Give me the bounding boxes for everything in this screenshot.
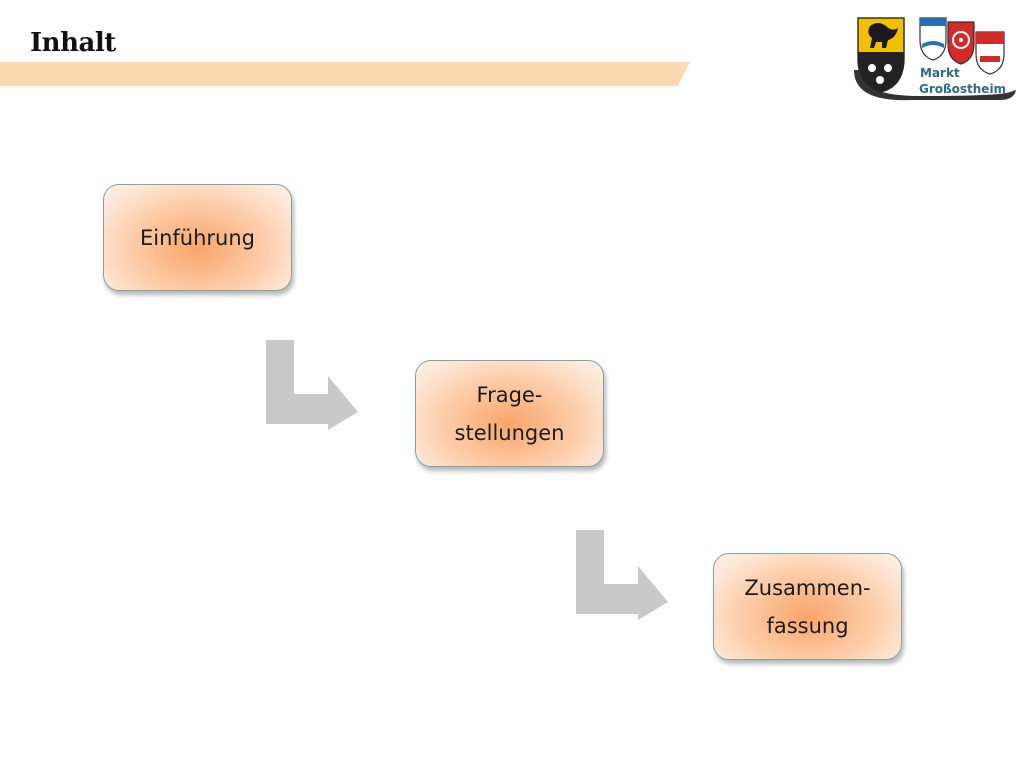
logo-text-markt: Markt	[920, 66, 960, 80]
step-label-line-2: stellungen	[454, 420, 565, 445]
step-label-line-1: Frage-	[476, 382, 543, 407]
step-label: Einführung	[139, 225, 255, 250]
slide-title: Inhalt	[30, 28, 116, 58]
logo-text-town: Großostheim	[919, 82, 1007, 96]
step-box-introduction: Einführung	[103, 184, 292, 291]
step-label-line-1: Zusammen-	[744, 575, 871, 600]
step-box-questions: Frage- stellungen	[415, 360, 604, 467]
step-label-line-2: fassung	[766, 613, 849, 638]
municipality-logo	[854, 17, 1016, 101]
step-box-summary: Zusammen- fassung	[713, 553, 902, 660]
bent-arrow-icon	[266, 340, 358, 430]
title-underline-bar	[0, 62, 690, 86]
bent-arrow-icon	[576, 530, 668, 620]
